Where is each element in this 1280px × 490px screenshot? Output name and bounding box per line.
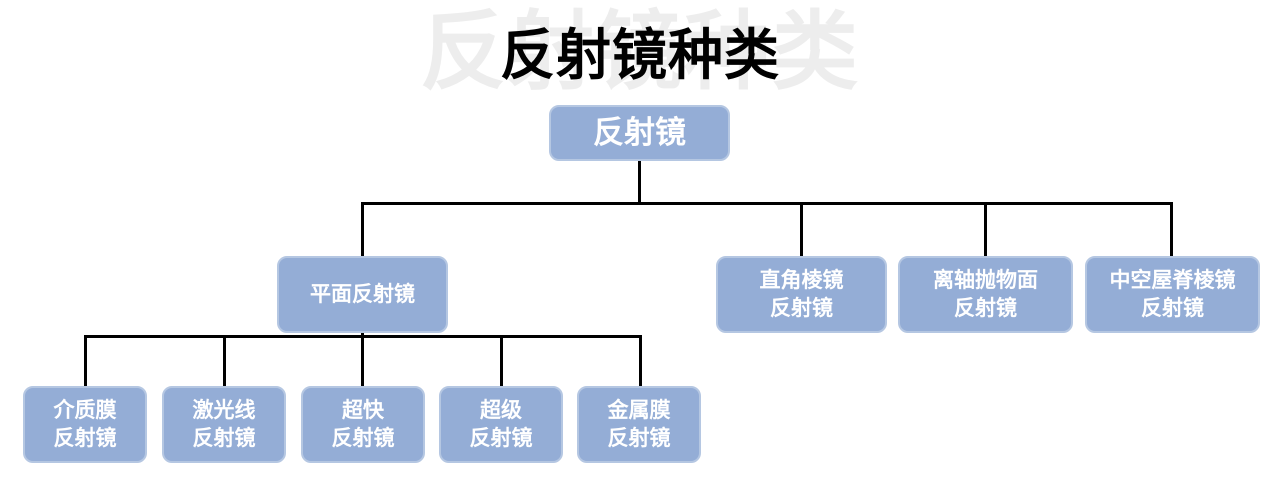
connector-drop-super xyxy=(500,335,503,387)
connector-drop-plane-mirror xyxy=(361,202,364,257)
page-title: 反射镜种类 xyxy=(499,24,780,86)
node-hollow-roof-prism-mirror: 中空屋脊棱镜 反射镜 xyxy=(1085,256,1260,333)
connector-root-stub xyxy=(638,161,641,205)
connector-drop-hollow-roof-prism xyxy=(1170,202,1173,257)
connector-level2-bus xyxy=(361,202,1173,205)
node-plane-mirror: 平面反射镜 xyxy=(277,256,448,333)
node-dielectric-coating-mirror: 介质膜 反射镜 xyxy=(23,386,147,463)
connector-drop-off-axis-parabolic xyxy=(984,202,987,257)
node-metallic-coating-mirror: 金属膜 反射镜 xyxy=(577,386,701,463)
connector-drop-metallic xyxy=(639,335,642,387)
connector-drop-right-angle-prism xyxy=(800,202,803,257)
connector-drop-dielectric xyxy=(84,335,87,387)
connector-drop-laser-line xyxy=(223,335,226,387)
node-off-axis-parabolic-mirror: 离轴抛物面 反射镜 xyxy=(898,256,1073,333)
node-super-mirror: 超级 反射镜 xyxy=(439,386,563,463)
node-mirror-root: 反射镜 xyxy=(549,105,730,161)
node-ultrafast-mirror: 超快 反射镜 xyxy=(301,386,425,463)
connector-drop-ultrafast xyxy=(361,335,364,387)
node-right-angle-prism-mirror: 直角棱镜 反射镜 xyxy=(716,256,887,333)
node-laser-line-mirror: 激光线 反射镜 xyxy=(162,386,286,463)
title-ghost-watermark: 反射镜种类 xyxy=(420,4,860,100)
